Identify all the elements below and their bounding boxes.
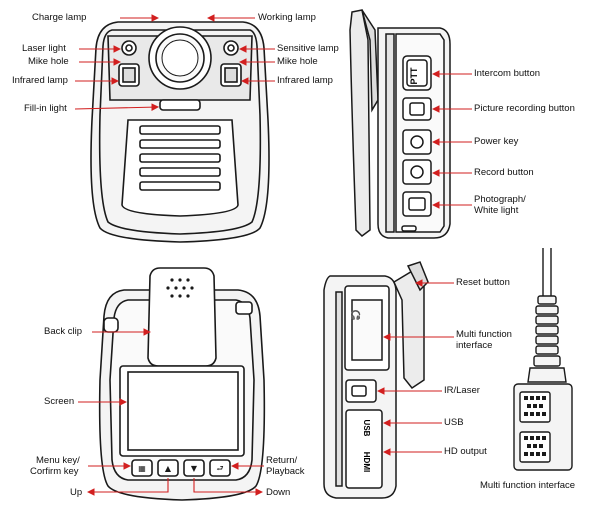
- label-reset-button: Reset button: [456, 277, 510, 288]
- usb-port-text: USB: [362, 420, 371, 437]
- front-view-device: [90, 21, 270, 243]
- label-menu-key-line1: Menu key/: [36, 455, 80, 466]
- arrow-up: [86, 478, 169, 496]
- label-record-button: Record button: [474, 167, 534, 178]
- label-mike-hole-right: Mike hole: [277, 56, 318, 67]
- label-power-key: Power key: [474, 136, 519, 147]
- label-photograph-line1: Photograph/: [474, 194, 526, 205]
- svg-text:▲: ▲: [165, 464, 172, 473]
- audio-icon: 🎧: [350, 309, 361, 321]
- label-return-line2: Playback: [266, 466, 305, 477]
- arrow-fill-in-light: [74, 103, 160, 112]
- svg-text:▦: ▦: [138, 464, 146, 473]
- back-view-device: [98, 267, 266, 501]
- label-return-line1: Return/: [266, 455, 298, 466]
- label-sensitive-lamp: Sensitive lamp: [277, 43, 339, 54]
- side-view-device: [349, 9, 451, 239]
- label-screen: Screen: [44, 396, 75, 407]
- label-cable-multi-function: Multi function interface: [480, 480, 576, 491]
- label-intercom-button: Intercom button: [474, 68, 541, 79]
- connector-pins: [524, 396, 546, 456]
- svg-text:⮐: ⮐: [216, 464, 223, 473]
- label-fill-in-light: Fill-in light: [24, 103, 67, 114]
- label-multi-function-line1: Multi function: [456, 329, 512, 340]
- label-ir-laser: IR/Laser: [444, 385, 480, 396]
- hdmi-port-text: HDMI: [362, 452, 371, 472]
- label-photograph-line2: White light: [474, 205, 519, 216]
- arrow-down: [193, 478, 264, 496]
- callout-arrows: [74, 14, 472, 496]
- back-clip-dots: [166, 278, 194, 298]
- port-view-device: [323, 261, 429, 499]
- back-button-glyphs: ▦ ▲ ▼ ⮐: [138, 464, 223, 473]
- label-menu-key-line2: Corfirm key: [30, 466, 79, 477]
- label-working-lamp: Working lamp: [258, 12, 316, 23]
- label-laser-light: Laser light: [22, 43, 66, 54]
- label-back-clip: Back clip: [44, 326, 83, 337]
- label-picture-recording-button: Picture recording button: [474, 103, 575, 114]
- svg-text:▼: ▼: [191, 464, 198, 473]
- label-multi-function-line2: interface: [456, 340, 493, 351]
- label-mike-hole-left: Mike hole: [28, 56, 69, 67]
- ptt-text: PTT: [409, 67, 419, 85]
- label-infrared-lamp-right: Infrared lamp: [277, 75, 333, 86]
- label-up: Up: [70, 487, 83, 498]
- label-hd-output: HD output: [444, 446, 487, 457]
- label-usb: USB: [444, 417, 464, 428]
- label-down: Down: [266, 487, 291, 498]
- label-infrared-lamp-left: Infrared lamp: [12, 75, 68, 86]
- label-charge-lamp: Charge lamp: [32, 12, 87, 23]
